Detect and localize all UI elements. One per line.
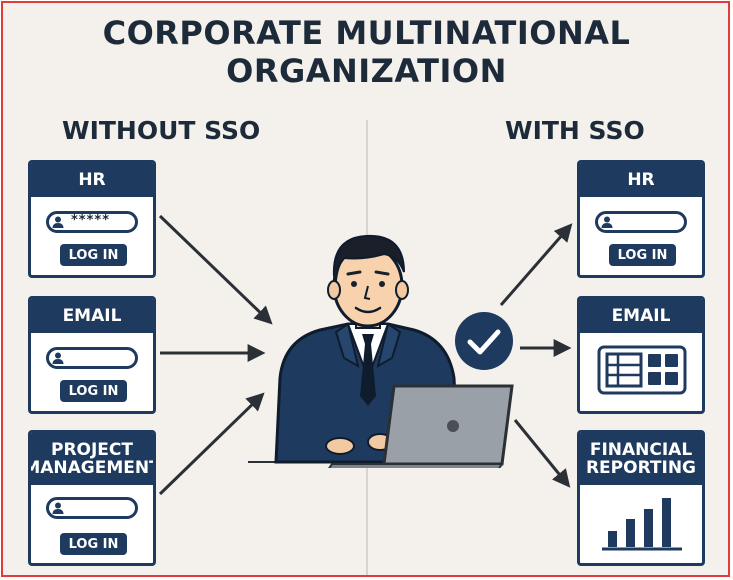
arrow-hr-to-user [158,214,273,325]
card-title-line-1: FINANCIAL [589,440,693,460]
card-title: HR [31,163,153,197]
user-icon [601,216,613,228]
card-title: HR [580,163,702,197]
project-management-login-card: PROJECT MANAGEMENT LOG IN [28,430,156,566]
credential-field[interactable]: ***** [46,211,138,233]
title-line-1: CORPORATE MULTINATIONAL [102,14,631,52]
checkmark-icon [455,312,513,370]
card-title-line-1: PROJECT [50,440,133,460]
email-sso-card: EMAIL [577,296,705,414]
credential-field[interactable] [595,211,687,233]
dashboard-icon [597,345,687,395]
laptop-icon [328,384,514,468]
bar-chart-icon [602,498,682,551]
businessman-illustration [248,234,514,468]
login-button[interactable]: LOG IN [60,380,127,402]
login-button[interactable]: LOG IN [60,244,127,266]
user-icon [52,502,64,514]
title-line-2: ORGANIZATION [226,52,507,90]
credential-field[interactable] [46,347,138,369]
card-title: PROJECT MANAGEMENT [31,433,153,485]
hr-login-card: HR ***** LOG IN [28,160,156,278]
with-sso-heading: WITH SSO [505,116,645,145]
hr-sso-card: HR LOG IN [577,160,705,278]
password-mask: ***** [71,213,110,228]
user-icon [52,352,64,364]
card-title-line-2: MANAGEMENT [28,458,156,478]
arrow-project-to-user [158,392,265,496]
page-title: CORPORATE MULTINATIONAL ORGANIZATION [0,14,733,90]
without-sso-heading: WITHOUT SSO [62,116,261,145]
arrow-sso-to-financial [513,419,571,488]
card-title: EMAIL [31,299,153,333]
email-login-card: EMAIL LOG IN [28,296,156,414]
login-button[interactable]: LOG IN [609,244,676,266]
login-button[interactable]: LOG IN [60,533,127,555]
card-title-line-2: REPORTING [585,458,697,478]
arrow-sso-to-hr [499,223,573,306]
card-title: FINANCIAL REPORTING [580,433,702,485]
credential-field[interactable] [46,497,138,519]
card-title: EMAIL [580,299,702,333]
financial-reporting-card: FINANCIAL REPORTING [577,430,705,566]
user-icon [52,216,64,228]
